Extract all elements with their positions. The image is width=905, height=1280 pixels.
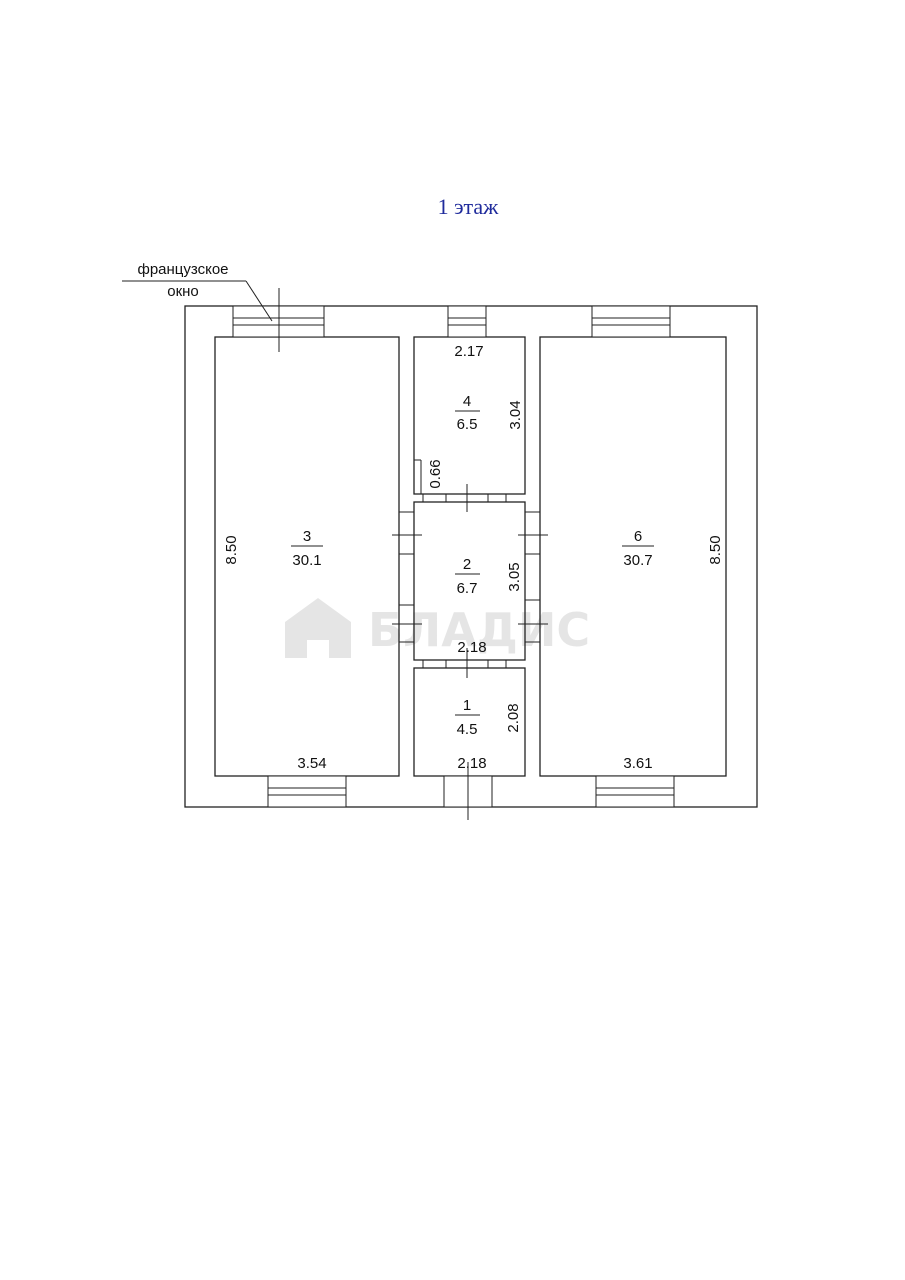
room-4-number: 4	[463, 393, 471, 410]
dim-step-height: 0.66	[427, 459, 444, 488]
dim-room2-width: 2.18	[457, 639, 486, 656]
dim-room6-width: 3.61	[623, 755, 652, 772]
room-1-label: 1 4.5	[455, 697, 480, 738]
entrance-door	[443, 762, 493, 820]
room-4-area: 6.5	[457, 416, 478, 433]
dim-room3-width: 3.54	[297, 755, 326, 772]
room-1-area: 4.5	[457, 721, 478, 738]
room-3-label: 3 30.1	[291, 528, 323, 569]
dim-room6-height: 8.50	[707, 535, 724, 564]
window-bottom-right	[595, 775, 675, 808]
callout-line2: окно	[167, 283, 199, 300]
dim-room4-width: 2.17	[454, 343, 483, 360]
partition-2-1	[414, 648, 525, 678]
door-room6-room2	[518, 511, 548, 643]
room-2-number: 2	[463, 556, 471, 573]
dim-room1-height: 2.08	[505, 703, 522, 732]
partition-4-2	[414, 484, 525, 512]
room-3-area: 30.1	[292, 552, 321, 569]
room-1-number: 1	[463, 697, 471, 714]
dim-room1-width: 2.18	[457, 755, 486, 772]
room-6-label: 6 30.7	[622, 528, 654, 569]
window-top-middle	[447, 305, 487, 338]
window-bottom-left	[267, 775, 347, 808]
door-room3-room2	[392, 511, 422, 643]
room-6-area: 30.7	[623, 552, 652, 569]
window-top-right	[591, 305, 671, 338]
french-window-callout: французское окно	[122, 261, 273, 322]
watermark-house-icon	[285, 598, 351, 658]
dim-room3-height: 8.50	[223, 535, 240, 564]
watermark: БЛАДИС	[285, 598, 590, 658]
step-niche	[414, 459, 422, 494]
room-4-label: 4 6.5	[455, 393, 480, 433]
dim-room4-height: 3.04	[507, 400, 524, 429]
room-2-area: 6.7	[457, 580, 478, 597]
floor-title: 1 этаж	[438, 194, 500, 219]
callout-line1: французское	[137, 261, 228, 278]
room-6-number: 6	[634, 528, 642, 545]
room-3-number: 3	[303, 528, 311, 545]
window-french-top-left	[232, 288, 325, 352]
room-2-label: 2 6.7	[455, 556, 480, 597]
watermark-text: БЛАДИС	[368, 603, 590, 657]
dim-room2-height: 3.05	[506, 562, 523, 591]
